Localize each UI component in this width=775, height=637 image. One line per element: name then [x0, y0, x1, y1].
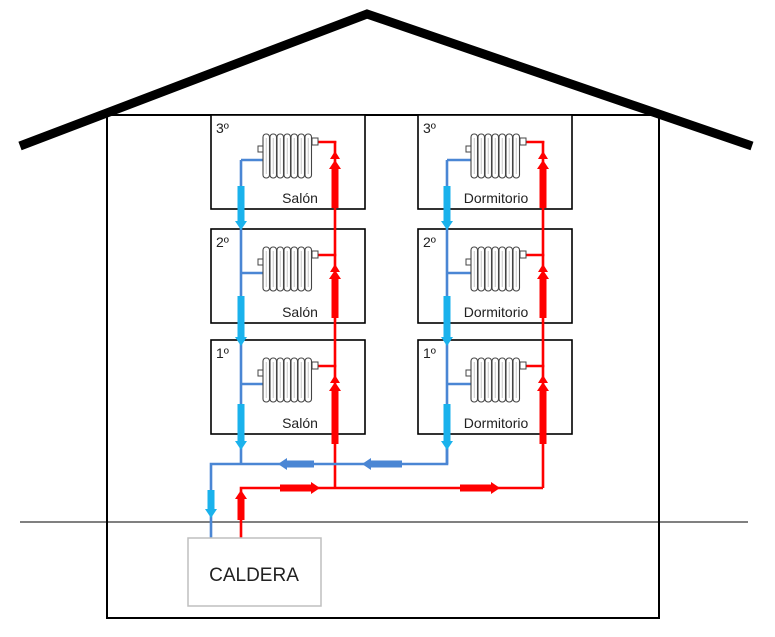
floor-label: 3º — [216, 120, 229, 136]
radiator-icon — [257, 357, 319, 403]
floor-label: 2º — [216, 234, 229, 250]
arrow-up-icon — [537, 160, 549, 208]
hot-pipe — [239, 486, 543, 538]
arrow-up-icon — [329, 270, 341, 318]
arrow-up-icon — [329, 382, 341, 444]
boiler-box — [187, 537, 322, 607]
floor-label: 1º — [423, 345, 436, 361]
arrow-down-icon — [205, 490, 217, 518]
arrow-up-icon — [538, 264, 548, 272]
arrow-down-icon — [235, 186, 247, 230]
arrow-right-icon — [280, 482, 320, 494]
arrow-down-icon — [441, 186, 453, 230]
arrow-down-icon — [235, 296, 247, 346]
room-label: Dormitorio — [464, 415, 529, 431]
floor-label: 3º — [423, 120, 436, 136]
floor-label: 1º — [216, 345, 229, 361]
room-label: Dormitorio — [464, 304, 529, 320]
flow-arrows — [205, 151, 549, 520]
arrow-down-icon — [235, 404, 247, 450]
arrow-up-icon — [330, 264, 340, 272]
floor-label: 2º — [423, 234, 436, 250]
radiator-icon — [465, 133, 527, 179]
arrow-up-icon — [537, 270, 549, 318]
house-roof — [18, 9, 754, 151]
boiler-label: CALDERA — [209, 565, 299, 586]
radiator-icon — [465, 357, 527, 403]
arrow-up-icon — [329, 160, 341, 208]
arrow-up-icon — [538, 151, 548, 159]
arrow-up-icon — [330, 151, 340, 159]
arrow-left-icon — [362, 458, 402, 470]
room-label: Salón — [282, 415, 318, 431]
radiator-icon — [257, 133, 319, 179]
arrow-up-icon — [330, 375, 340, 383]
boiler: CALDERA — [187, 537, 322, 607]
arrow-right-icon — [460, 482, 500, 494]
house-walls — [106, 114, 660, 619]
room-label: Salón — [282, 304, 318, 320]
radiator-icon — [465, 246, 527, 292]
room-label: Dormitorio — [464, 190, 529, 206]
radiator-icon — [257, 246, 319, 292]
arrow-up-icon — [537, 382, 549, 444]
radiators — [257, 133, 527, 403]
arrow-down-icon — [441, 296, 453, 346]
room-label: Salón — [282, 190, 318, 206]
arrow-up-icon — [538, 375, 548, 383]
arrow-down-icon — [441, 404, 453, 450]
arrow-up-icon — [235, 490, 247, 520]
house — [18, 9, 754, 619]
arrow-left-icon — [278, 458, 314, 470]
